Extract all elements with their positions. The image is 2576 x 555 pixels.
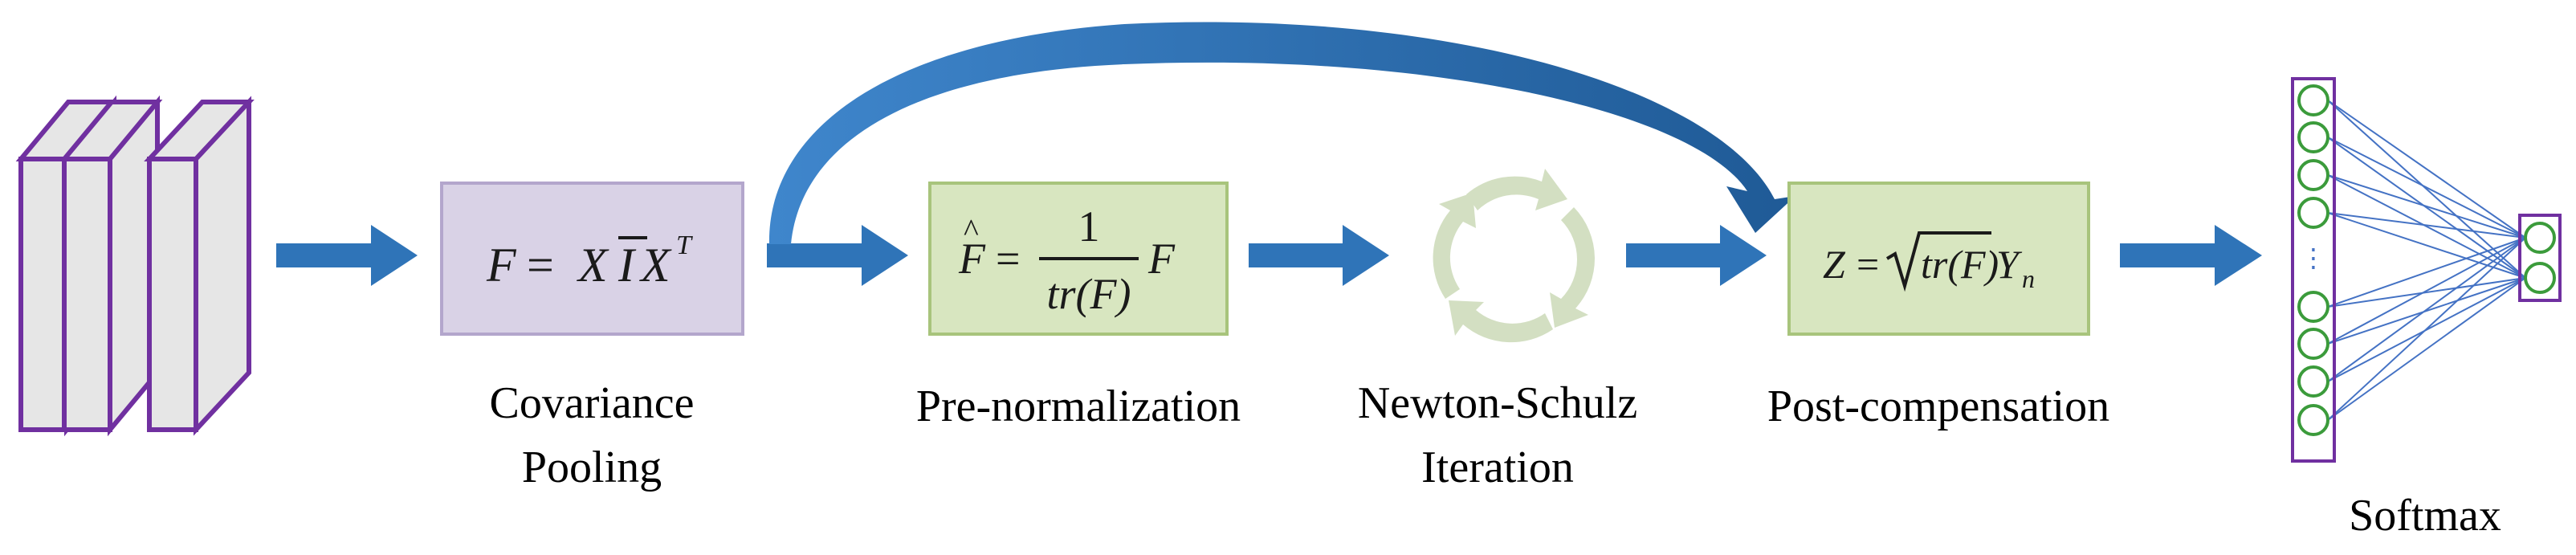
formula-F-rhs: F bbox=[1147, 235, 1176, 283]
connection-line bbox=[2327, 277, 2526, 345]
input-neurons bbox=[2297, 84, 2329, 436]
formula-F: F bbox=[486, 239, 517, 292]
formula-T-superscript: T bbox=[676, 231, 693, 260]
feature-map-2 bbox=[59, 95, 163, 437]
formula-Z: Z bbox=[1823, 242, 1846, 287]
input-neuron bbox=[2297, 121, 2329, 153]
arrow-to-postcomp bbox=[1626, 225, 1767, 286]
newton-schulz-label-line1: Newton-Schulz bbox=[1358, 378, 1637, 428]
connection-line bbox=[2327, 237, 2526, 382]
covariance-pooling-box bbox=[440, 182, 744, 336]
input-neuron bbox=[2297, 365, 2329, 398]
connection-line bbox=[2327, 237, 2526, 308]
post-compensation-stage: Z = tr(F) Y n Post-compensation bbox=[1767, 182, 2109, 431]
arrow-to-softmax bbox=[2120, 225, 2262, 286]
connection-line bbox=[2327, 237, 2526, 421]
formula-equals-2: = bbox=[996, 235, 1020, 283]
formula-X: X bbox=[577, 239, 609, 292]
input-neuron bbox=[2297, 84, 2329, 116]
connection-line bbox=[2327, 237, 2526, 345]
connection-line bbox=[2327, 137, 2526, 279]
pre-normalization-box bbox=[928, 182, 1229, 336]
prenorm-label: Pre-normalization bbox=[916, 382, 1241, 431]
formula-denominator: tr(F) bbox=[1047, 270, 1131, 318]
covariance-pooling-stage: F = X I X T Covariance Pooling bbox=[440, 182, 744, 492]
softmax-label: Softmax bbox=[2349, 491, 2501, 541]
sqrt-symbol bbox=[1885, 231, 1991, 292]
connection-line bbox=[2327, 277, 2526, 421]
connection-line bbox=[2327, 174, 2526, 239]
formula-I: I bbox=[618, 239, 637, 292]
arrow-to-pooling bbox=[276, 225, 418, 286]
formula-Y: Y bbox=[1996, 242, 2023, 287]
formula-F-hat: F bbox=[958, 235, 986, 283]
cycle-arrows-icon bbox=[1433, 169, 1595, 343]
feature-map-3 bbox=[144, 96, 255, 436]
connection-line bbox=[2327, 100, 2526, 239]
fully-connected-lines bbox=[2327, 100, 2526, 421]
newton-schulz-stage: Newton-Schulz Iteration bbox=[1358, 169, 1637, 492]
formula-equals-3: = bbox=[1857, 242, 1879, 287]
connection-line bbox=[2327, 174, 2526, 279]
formula-equals: = bbox=[527, 239, 554, 292]
arrow-to-newton-schulz bbox=[1249, 225, 1389, 286]
formula-numerator: 1 bbox=[1078, 202, 1100, 251]
input-neuron bbox=[2297, 328, 2329, 360]
covariance-label-line1: Covariance bbox=[490, 378, 695, 428]
neuron-ellipsis: ⋮ bbox=[2301, 243, 2326, 273]
covariance-label-line2: Pooling bbox=[522, 443, 662, 492]
input-feature-maps bbox=[15, 95, 255, 437]
connection-line bbox=[2327, 137, 2526, 239]
skip-connection-arrow bbox=[768, 22, 1795, 244]
newton-schulz-label-line2: Iteration bbox=[1421, 443, 1574, 492]
input-neuron bbox=[2297, 159, 2329, 191]
output-layer-box bbox=[2518, 214, 2562, 302]
output-neurons bbox=[2524, 222, 2556, 294]
output-neuron bbox=[2524, 222, 2556, 254]
pre-normalization-stage: ^ F = 1 tr(F) F Pre-normalization bbox=[916, 182, 1241, 431]
output-neuron bbox=[2524, 262, 2556, 294]
post-compensation-box bbox=[1787, 182, 2090, 336]
formula-sqrt-arg: tr(F) bbox=[1921, 242, 1999, 287]
input-neuron bbox=[2297, 291, 2329, 323]
input-layer-box bbox=[2291, 77, 2336, 463]
postcomp-label: Post-compensation bbox=[1767, 382, 2109, 431]
arrow-to-prenorm bbox=[767, 225, 908, 286]
formula-n-subscript: n bbox=[2022, 264, 2035, 293]
input-neuron bbox=[2297, 404, 2329, 436]
covariance-formula: F = X I X T bbox=[486, 231, 693, 292]
postcomp-formula: Z = tr(F) Y n bbox=[1823, 231, 2035, 293]
softmax-stage: ⋮ Softmax bbox=[2291, 77, 2562, 541]
flow-arrows bbox=[276, 225, 2262, 286]
connection-line bbox=[2327, 277, 2526, 308]
input-neuron bbox=[2297, 197, 2329, 229]
connection-line bbox=[2327, 212, 2526, 239]
formula-hat: ^ bbox=[964, 212, 979, 248]
connection-line bbox=[2327, 100, 2526, 279]
formula-X-2: X bbox=[639, 239, 672, 292]
prenorm-formula: ^ F = 1 tr(F) F bbox=[958, 202, 1176, 318]
